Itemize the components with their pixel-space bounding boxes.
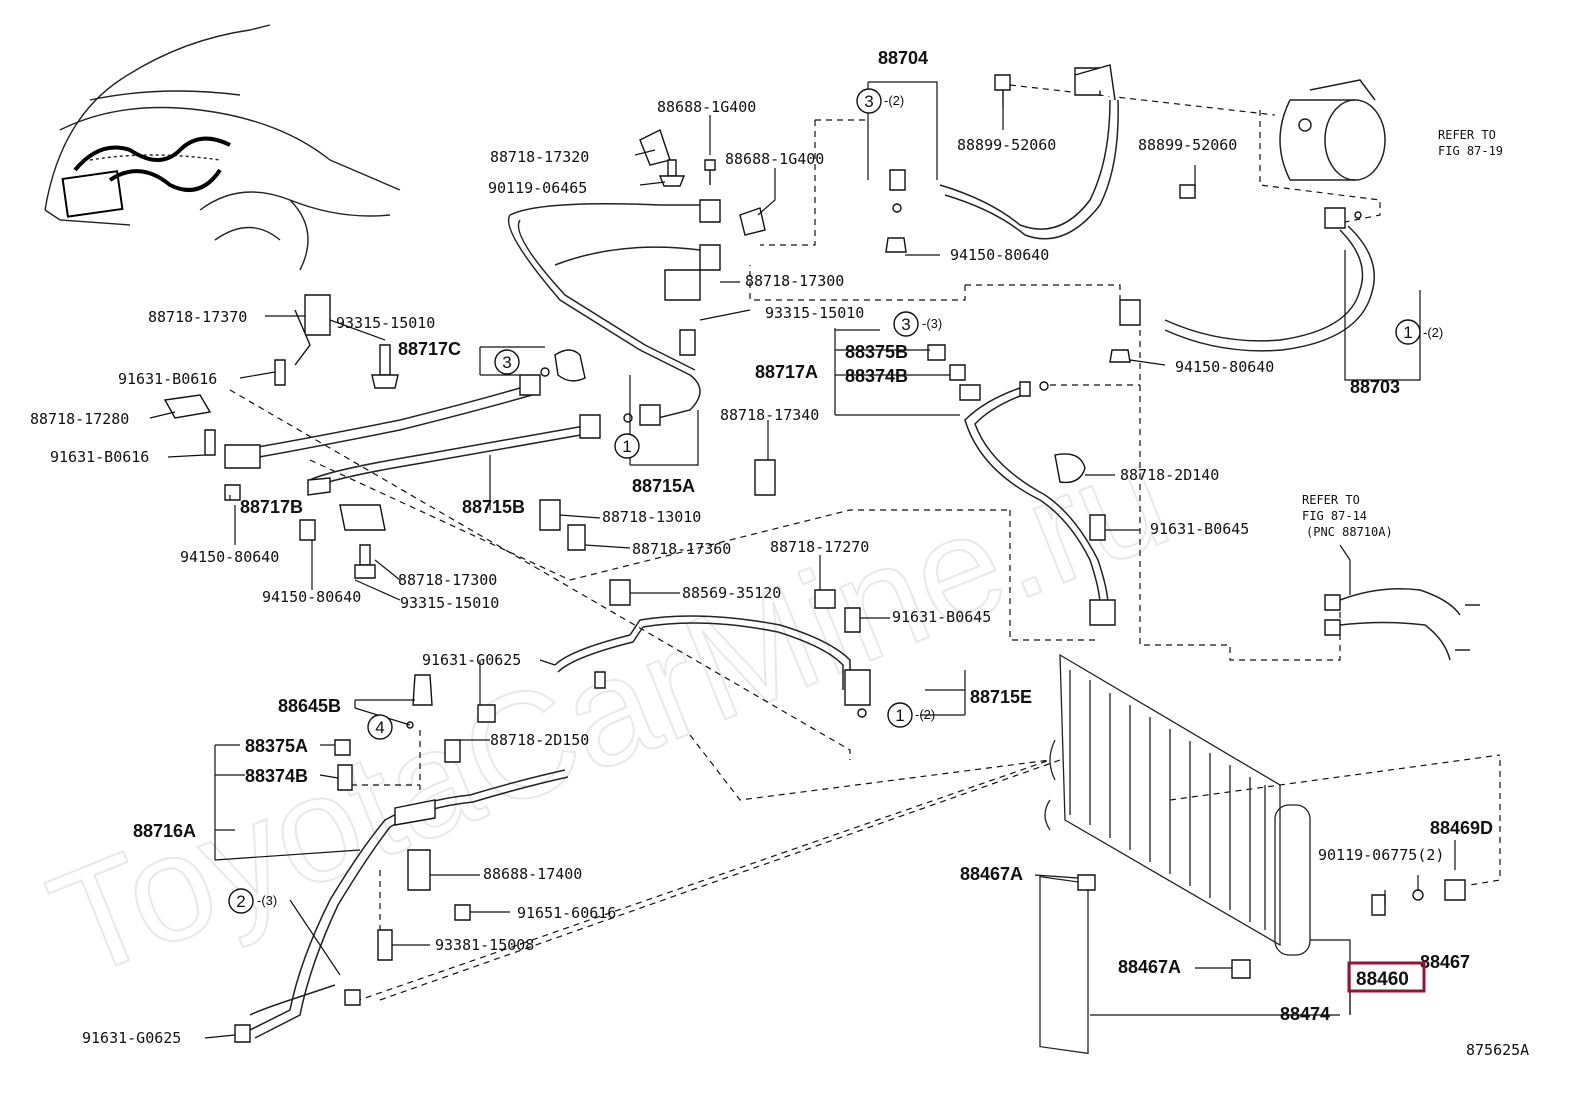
part-88717b: 88717B [240, 497, 303, 517]
callout-circle-3b [893, 311, 919, 337]
part-88467: 88467 [1420, 952, 1470, 972]
part-88718-17300-b: 88718-17300 [398, 571, 497, 589]
part-88375a: 88375A [245, 736, 308, 756]
part-94150-80640-b: 94150-80640 [1175, 358, 1274, 376]
part-88718-17280: 88718-17280 [30, 410, 129, 428]
refer-note-2-line1: REFER TO [1302, 493, 1360, 507]
callout-1a-num: 1 [1403, 323, 1412, 342]
part-88645b: 88645B [278, 696, 341, 716]
refer-note-2-line3: (PNC 88710A) [1306, 525, 1393, 539]
part-88718-17370: 88718-17370 [148, 308, 247, 326]
callout-3b-num: 3 [901, 315, 910, 334]
callout-circle-1b [614, 433, 640, 459]
part-93315-15010-b: 93315-15010 [765, 304, 864, 322]
callout-1b-num: 1 [622, 437, 631, 456]
part-94150-80640-c: 94150-80640 [180, 548, 279, 566]
callout-1a-qty: -(2) [1423, 325, 1443, 340]
condenser-88460 [1039, 653, 1311, 1055]
part-94150-80640-d: 94150-80640 [262, 588, 361, 606]
part-88467a-2: 88467A [1118, 957, 1181, 977]
dashed-boundaries [229, 84, 1501, 1006]
part-88717a: 88717A [755, 362, 818, 382]
part-91651-60616: 91651-60616 [517, 904, 616, 922]
callout-2-qty: -(3) [257, 893, 277, 908]
car-location-sketch [44, 24, 401, 271]
part-88718-2d150: 88718-2D150 [490, 731, 589, 749]
part-88688-1g400-a: 88688-1G400 [657, 98, 756, 116]
part-88467a-1: 88467A [960, 864, 1023, 884]
callout-3b-qty: -(3) [922, 316, 942, 331]
callouts [228, 88, 1421, 914]
part-88375b: 88375B [845, 342, 908, 362]
refer-notes: REFER TO FIG 87-19 REFER TO FIG 87-14 (P… [1302, 128, 1503, 539]
callout-3a-num: 3 [864, 92, 873, 111]
part-labels: 88704 88899-52060 88899-52060 94150-8064… [30, 48, 1493, 1047]
callout-circle-3c [494, 349, 520, 375]
part-90119-06775: 90119-06775(2) [1318, 846, 1444, 864]
callout-3c-num: 3 [502, 353, 511, 372]
part-93315-15010-c: 93315-15010 [400, 594, 499, 612]
part-88718-17300-a: 88718-17300 [745, 272, 844, 290]
callout-circle-4 [367, 714, 393, 740]
part-91631-b0616-b: 91631-B0616 [50, 448, 149, 466]
part-88703: 88703 [1350, 377, 1400, 397]
part-88718-17360: 88718-17360 [632, 540, 731, 558]
part-91631-g0625-a: 91631-G0625 [422, 651, 521, 669]
callout-circle-3a [856, 88, 882, 114]
part-88899-52060-b: 88899-52060 [1138, 136, 1237, 154]
callout-circle-1c [887, 702, 913, 728]
compressor [1279, 79, 1386, 181]
part-88718-17320: 88718-17320 [490, 148, 589, 166]
part-88569-35120: 88569-35120 [682, 584, 781, 602]
part-88460[interactable]: 88460 [1356, 969, 1409, 990]
part-88718-2d140: 88718-2D140 [1120, 466, 1219, 484]
callout-2-num: 2 [236, 892, 245, 911]
callout-circle-1a [1395, 319, 1421, 345]
part-91631-g0625-b: 91631-G0625 [82, 1029, 181, 1047]
part-91631-b0645-a: 91631-B0645 [1150, 520, 1249, 538]
part-94150-80640-a: 94150-80640 [950, 246, 1049, 264]
part-88374b: 88374B [845, 366, 908, 386]
part-88688-17400: 88688-17400 [483, 865, 582, 883]
callout-1c-qty: -(2) [915, 707, 935, 722]
part-88469d: 88469D [1430, 818, 1493, 838]
highlight-box [1347, 961, 1426, 993]
callout-3a-qty: -(2) [884, 93, 904, 108]
part-88717c: 88717C [398, 339, 461, 359]
part-88715e: 88715E [970, 687, 1032, 707]
part-88715b: 88715B [462, 497, 525, 517]
part-88718-13010: 88718-13010 [602, 508, 701, 526]
part-88718-17340: 88718-17340 [720, 406, 819, 424]
refer-note-1-line1: REFER TO [1438, 128, 1496, 142]
callout-4-num: 4 [375, 718, 384, 737]
callout-circle-2 [228, 888, 254, 914]
part-91631-b0645-b: 91631-B0645 [892, 608, 991, 626]
part-88715a: 88715A [632, 476, 695, 496]
refer-note-2-line2: FIG 87-14 [1302, 509, 1367, 523]
refer-note-1-line2: FIG 87-19 [1438, 144, 1503, 158]
part-93315-15010-a: 93315-15010 [336, 314, 435, 332]
part-88718-17270: 88718-17270 [770, 538, 869, 556]
callout-texts: 3 -(2) 1 -(2) 3 -(3) 3 1 1 -(2) 4 2 -(3) [236, 92, 1443, 911]
part-93381-15008: 93381-15008 [435, 936, 534, 954]
part-88474: 88474 [1280, 1004, 1330, 1024]
part-88374b-2: 88374B [245, 766, 308, 786]
part-90119-06465: 90119-06465 [488, 179, 587, 197]
small-parts [163, 64, 1466, 1043]
part-88688-1g400-b: 88688-1G400 [725, 150, 824, 168]
highlighted-part-88460[interactable]: 88460 [1347, 961, 1426, 993]
callout-1c-num: 1 [895, 706, 904, 725]
part-91631-b0616-a: 91631-B0616 [118, 370, 217, 388]
part-88899-52060-a: 88899-52060 [957, 136, 1056, 154]
figure-id: 875625A [1466, 1041, 1529, 1059]
part-88716a: 88716A [133, 821, 196, 841]
part-88704: 88704 [878, 48, 928, 68]
